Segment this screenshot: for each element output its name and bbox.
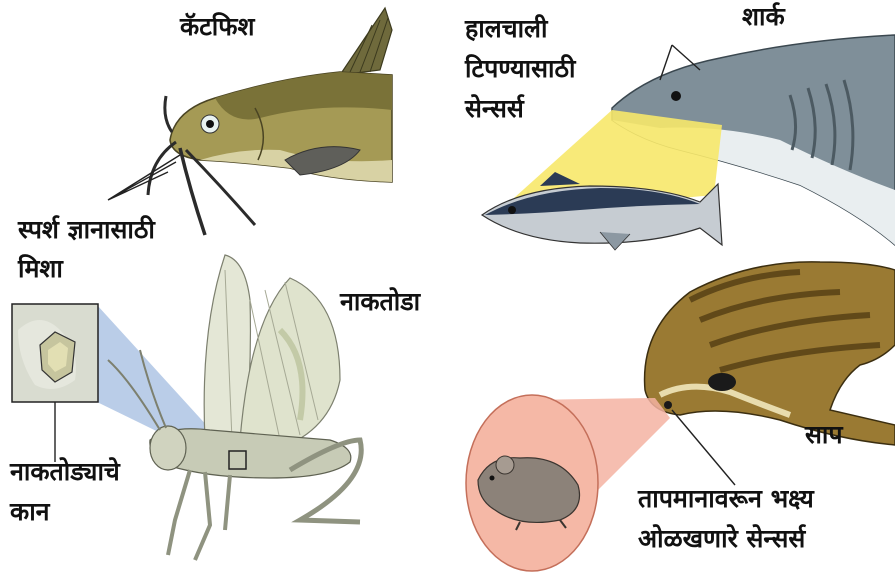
grasshopper-ear-zoom xyxy=(12,304,98,402)
label-catfish: कॅटफिश xyxy=(180,10,255,44)
label-snake: साप xyxy=(805,418,843,452)
label-whiskers-line1: स्पर्श ज्ञानासाठी xyxy=(18,213,155,247)
label-shark-sensor-line3: सेन्सर्स xyxy=(465,92,524,126)
label-snake-sensor-line1: तापमानावरून भक्ष्य xyxy=(638,482,814,516)
label-grasshopper-ear-line2: कान xyxy=(10,495,50,529)
label-whiskers-line2: मिशा xyxy=(18,252,63,286)
label-grasshopper-ear-line1: नाकतोड्याचे xyxy=(10,455,120,489)
grasshopper-illustration xyxy=(55,255,361,560)
label-grasshopper: नाकतोडा xyxy=(340,285,420,319)
label-shark-sensor-line1: हालचाली xyxy=(465,12,547,46)
label-snake-sensor-line2: ओळखणारे सेन्सर्स xyxy=(638,522,805,556)
label-shark: शार्क xyxy=(742,0,785,34)
label-shark-sensor-line2: टिपण्यासाठी xyxy=(465,52,576,86)
snake-illustration xyxy=(645,262,895,485)
